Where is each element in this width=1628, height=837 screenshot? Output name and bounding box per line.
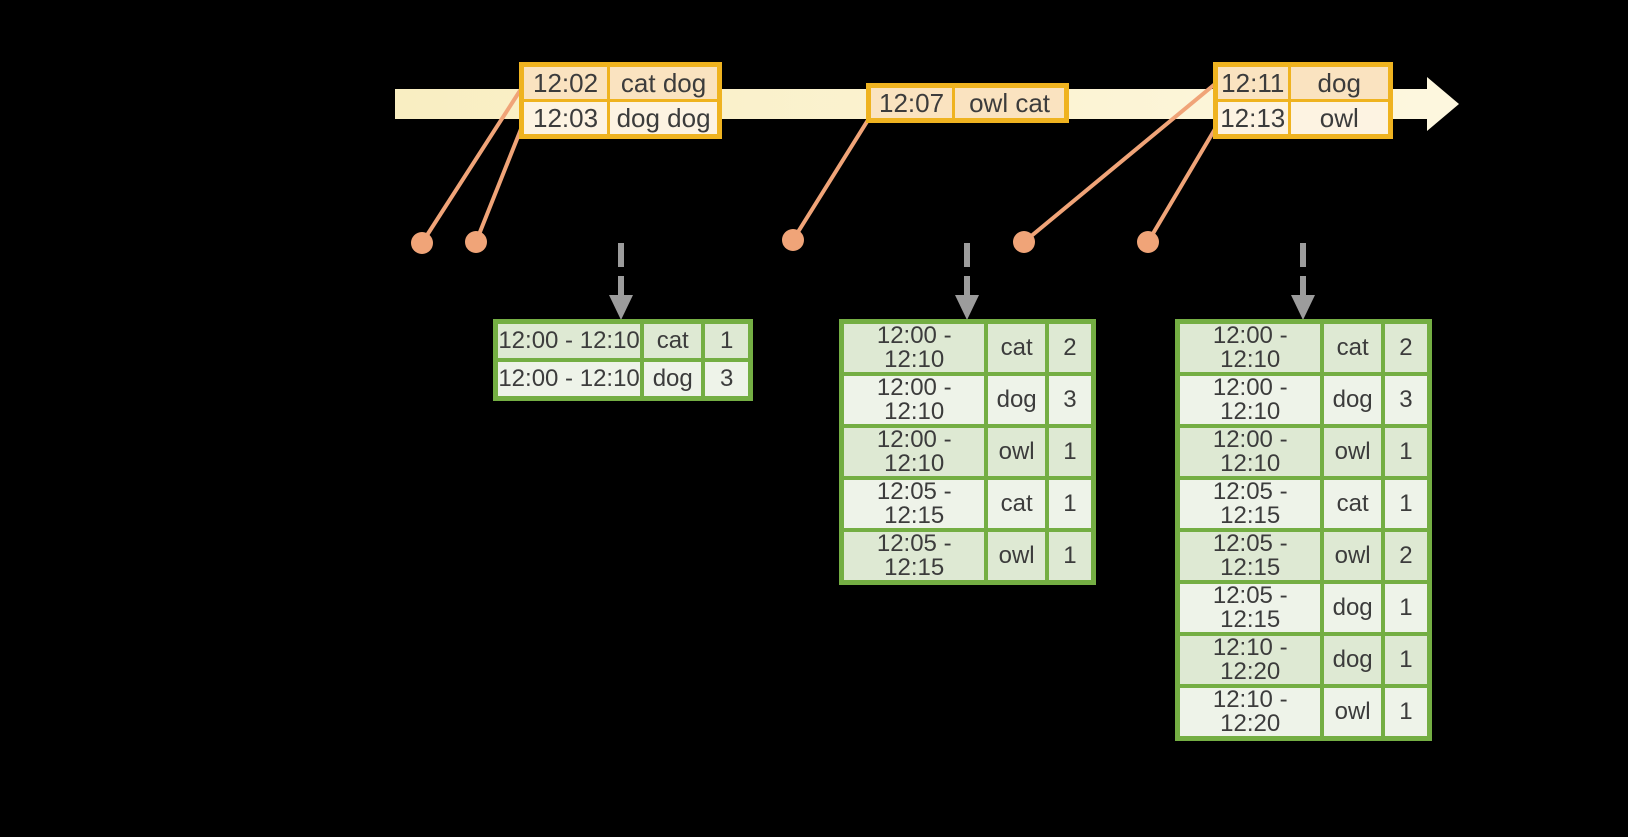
result-word: cat [1320,476,1385,532]
result-row: 12:00 - 12:10 dog 3 [493,358,753,401]
result-count: 1 [1044,476,1096,532]
connector-line-1202 [420,84,525,245]
result-word: dog [640,358,706,401]
result-word: cat [984,319,1049,376]
result-count: 3 [1380,372,1432,428]
result-word: dog [984,372,1049,428]
connector-line-1207 [791,118,870,242]
connector-line-1213 [1146,127,1217,244]
result-window: 12:00 - 12:10 [839,372,989,428]
result-row: 12:10 - 12:20 dog 1 [1175,632,1432,688]
result-row: 12:05 - 12:15 owl 2 [1175,528,1432,584]
result-row: 12:00 - 12:10 owl 1 [839,424,1096,480]
result-word: dog [1320,372,1385,428]
result-count: 2 [1380,319,1432,376]
result-window: 12:00 - 12:10 [1175,424,1325,480]
result-count: 1 [1044,528,1096,585]
connector-line-1211 [1022,82,1217,244]
result-window: 12:00 - 12:10 [1175,372,1325,428]
event-row: 12:13 owl [1214,99,1392,138]
result-count: 3 [701,358,753,401]
event-time: 12:11 [1214,63,1291,102]
result-count: 3 [1044,372,1096,428]
result-table-1: 12:00 - 12:10 cat 1 12:00 - 12:10 dog 3 [493,319,753,401]
event-time: 12:07 [866,84,956,122]
result-row: 12:05 - 12:15 cat 1 [1175,476,1432,532]
event-table-2: 12:07 owl cat [866,83,1069,123]
result-word: cat [1320,319,1385,376]
trigger-arrowhead-icon-2 [955,295,979,320]
result-count: 1 [1380,632,1432,688]
event-time: 12:02 [519,63,611,102]
result-word: dog [1320,580,1385,636]
event-connector-lines [420,82,1217,245]
result-window: 12:00 - 12:10 [839,424,989,480]
result-row: 12:05 - 12:15 owl 1 [839,528,1096,585]
result-row: 12:00 - 12:10 dog 3 [839,372,1096,428]
event-time: 12:03 [519,99,611,138]
result-word: cat [984,476,1049,532]
event-row: 12:07 owl cat [866,84,1068,122]
event-words: dog dog [607,99,721,138]
result-count: 2 [1380,528,1432,584]
event-words: owl cat [952,84,1068,122]
result-row: 12:05 - 12:15 dog 1 [1175,580,1432,636]
event-row: 12:02 cat dog [519,63,721,102]
event-dot-1203 [465,231,487,253]
result-window: 12:00 - 12:10 [493,358,645,401]
event-words: owl [1287,99,1392,138]
result-window: 12:05 - 12:15 [839,476,989,532]
result-word: cat [640,319,706,362]
result-word: owl [1320,528,1385,584]
result-row: 12:00 - 12:10 owl 1 [1175,424,1432,480]
result-window: 12:00 - 12:10 [1175,319,1325,376]
result-count: 1 [1380,424,1432,480]
result-row: 12:00 - 12:10 dog 3 [1175,372,1432,428]
result-window: 12:00 - 12:10 [839,319,989,376]
result-word: owl [1320,684,1385,741]
result-table-2: 12:00 - 12:10 cat 2 12:00 - 12:10 dog 3 … [839,319,1096,585]
event-row: 12:11 dog [1214,63,1392,102]
result-row: 12:00 - 12:10 cat 2 [1175,319,1432,376]
result-word: owl [984,528,1049,585]
result-word: owl [1320,424,1385,480]
result-row: 12:00 - 12:10 cat 1 [493,319,753,362]
result-count: 1 [1380,476,1432,532]
event-dot-1207 [782,229,804,251]
result-window: 12:05 - 12:15 [839,528,989,585]
result-count: 1 [701,319,753,362]
result-count: 1 [1044,424,1096,480]
event-words: cat dog [607,63,721,102]
event-row: 12:03 dog dog [519,99,721,138]
result-count: 1 [1380,580,1432,636]
result-window: 12:00 - 12:10 [493,319,645,362]
event-dots [411,229,1159,254]
result-window: 12:05 - 12:15 [1175,476,1325,532]
result-window: 12:10 - 12:20 [1175,632,1325,688]
trigger-arrowhead-icon-3 [1291,295,1315,320]
result-window: 12:05 - 12:15 [1175,528,1325,584]
event-table-3: 12:11 dog 12:13 owl [1213,62,1393,139]
event-dot-1211 [1013,231,1035,253]
result-word: owl [984,424,1049,480]
result-word: dog [1320,632,1385,688]
event-dot-1202 [411,232,433,254]
result-window: 12:10 - 12:20 [1175,684,1325,741]
connector-line-1203 [474,123,525,243]
result-window: 12:05 - 12:15 [1175,580,1325,636]
event-table-1: 12:02 cat dog 12:03 dog dog [519,62,722,139]
timeline-arrowhead-icon [1427,77,1459,131]
trigger-arrows [609,243,1315,320]
result-row: 12:10 - 12:20 owl 1 [1175,684,1432,741]
result-row: 12:05 - 12:15 cat 1 [839,476,1096,532]
event-time: 12:13 [1214,99,1291,138]
trigger-arrowhead-icon-1 [609,295,633,320]
result-row: 12:00 - 12:10 cat 2 [839,319,1096,376]
result-count: 1 [1380,684,1432,741]
event-words: dog [1287,63,1392,102]
result-table-3: 12:00 - 12:10 cat 2 12:00 - 12:10 dog 3 … [1175,319,1432,741]
event-dot-1213 [1137,231,1159,253]
result-count: 2 [1044,319,1096,376]
